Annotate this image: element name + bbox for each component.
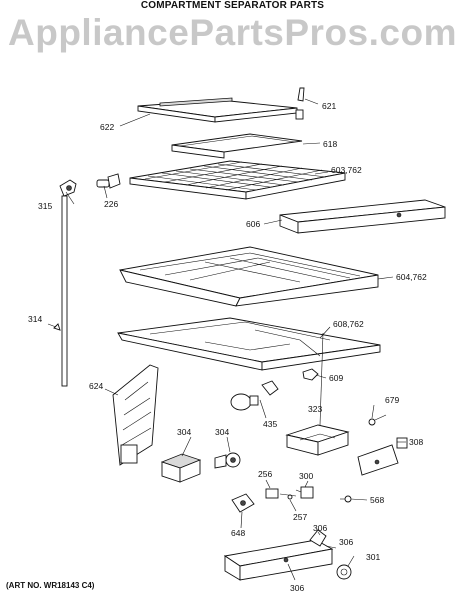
callout-618: 618: [323, 139, 337, 149]
callout-323: 323: [308, 404, 322, 414]
part-618-bracket: [171, 133, 303, 159]
part-604-separator: [119, 246, 379, 307]
part-308-bracket: [357, 437, 408, 476]
callout-621: 621: [322, 101, 336, 111]
callout-435: 435: [263, 419, 277, 429]
part-568-screw: [340, 495, 352, 503]
callout-256: 256: [258, 469, 272, 479]
part-648-thermostat: [231, 493, 255, 513]
part-256-connector: [265, 488, 279, 499]
callout-648: 648: [231, 528, 245, 538]
callout-308: 308: [409, 437, 423, 447]
leader-lines: [47, 98, 406, 581]
part-301-knob: [336, 564, 352, 580]
part-609-clip: [302, 368, 319, 381]
part-606-trim: [279, 199, 446, 234]
callout-608-762: 608,762: [333, 319, 364, 329]
part-226-pin: [96, 173, 121, 189]
part-314-rod: [53, 195, 68, 387]
callout-226: 226: [104, 199, 118, 209]
callout-624: 624: [89, 381, 103, 391]
callout-304-knob: 304: [215, 427, 229, 437]
part-304-knob: [214, 452, 241, 469]
callout-257: 257: [293, 512, 307, 522]
callout-306-bottom: 306: [290, 583, 304, 593]
callout-306-right: 306: [339, 537, 353, 547]
part-624-channel: [112, 364, 159, 466]
part-300-switch: [295, 486, 314, 499]
part-304-block: [160, 453, 202, 483]
callout-622: 622: [100, 122, 114, 132]
diagram-title: COMPARTMENT SEPARATOR PARTS: [140, 0, 325, 11]
callout-314: 314: [28, 314, 42, 324]
callout-604-762: 604,762: [396, 272, 427, 282]
part-257-terminal: [279, 493, 297, 500]
callout-603-762: 603,762: [331, 165, 362, 175]
art-number: (ART NO. WR18143 C4): [6, 581, 95, 590]
part-306-housing: [223, 529, 334, 581]
callout-606: 606: [246, 219, 260, 229]
callout-315: 315: [38, 201, 52, 211]
part-435-lamp: [230, 380, 279, 411]
callout-306-top: 306: [313, 523, 327, 533]
part-315-hinge: [59, 179, 77, 197]
part-603-shelf: [129, 160, 346, 200]
callout-301: 301: [366, 552, 380, 562]
part-622-cover: [137, 97, 298, 123]
part-621-clip: [295, 87, 305, 120]
part-679-screw: [368, 414, 387, 426]
callout-304-block: 304: [177, 427, 191, 437]
callout-568: 568: [370, 495, 384, 505]
part-608-pan: [117, 317, 381, 371]
callout-609: 609: [329, 373, 343, 383]
callout-679: 679: [385, 395, 399, 405]
callout-300: 300: [299, 471, 313, 481]
watermark: AppliancePartsPros.com: [8, 12, 457, 53]
part-323-housing: [285, 424, 350, 456]
